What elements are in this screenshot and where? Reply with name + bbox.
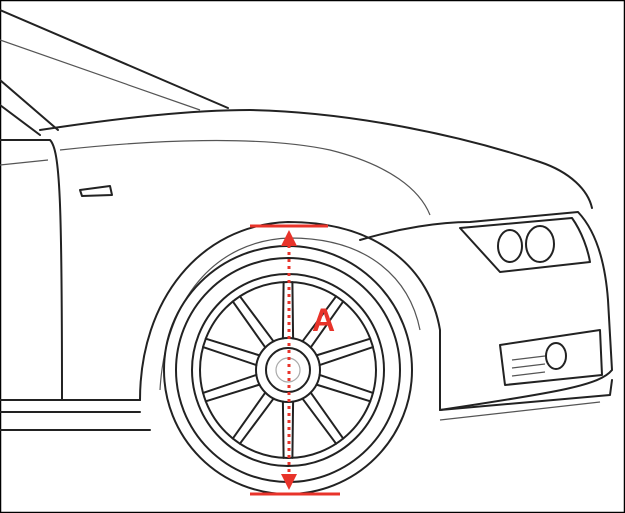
door-edge — [0, 139, 63, 401]
front-fascia — [359, 211, 613, 411]
wheel-spoke — [315, 337, 374, 367]
hood-line — [39, 109, 593, 209]
wheel-spoke — [301, 295, 345, 349]
car-body — [0, 9, 613, 431]
measurement-a — [250, 224, 340, 496]
wheel-arch — [139, 221, 441, 411]
fog-light — [545, 342, 567, 370]
arrow-up-icon — [281, 230, 297, 246]
wheel-spoke — [301, 391, 345, 445]
sill-lines — [0, 399, 151, 431]
bumper-lip — [439, 401, 601, 421]
windshield-inner — [0, 39, 201, 111]
wheel-spoke — [231, 295, 275, 349]
bumper-bottom — [439, 379, 613, 411]
spokes — [202, 281, 374, 459]
measurement-label: A — [312, 302, 336, 338]
windshield-edge — [0, 9, 229, 109]
headlight — [459, 217, 591, 273]
fender-crease — [59, 139, 431, 216]
headlight-lens — [497, 229, 523, 263]
pillar-base — [0, 104, 41, 136]
door-trim — [0, 159, 49, 166]
wheel-spoke — [202, 337, 261, 367]
wheel-spoke — [202, 373, 261, 403]
wheel-spoke — [281, 400, 295, 459]
side-marker — [79, 185, 113, 197]
fog-light-housing — [499, 329, 603, 386]
grille-slats — [511, 355, 546, 377]
wheel-spoke — [281, 281, 295, 340]
wheel-spoke — [231, 391, 275, 445]
headlight-lens — [525, 225, 555, 263]
a-pillar — [0, 79, 59, 131]
arrow-down-icon — [281, 474, 297, 490]
wheel-spoke — [315, 373, 374, 403]
